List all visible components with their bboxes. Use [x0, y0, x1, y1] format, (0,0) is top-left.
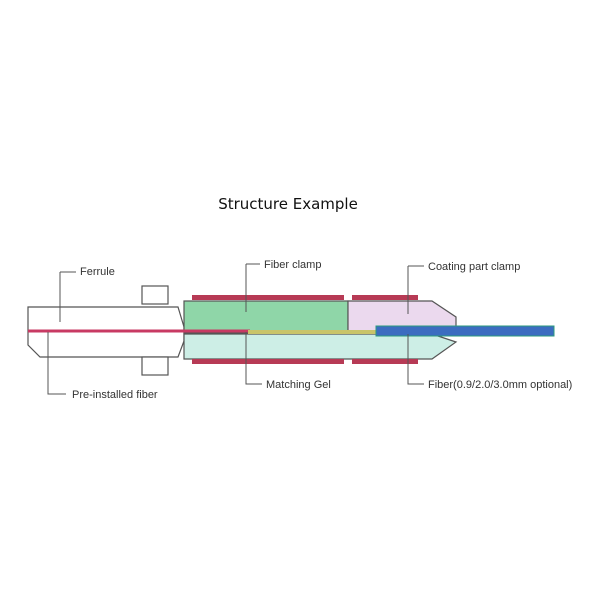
clamp-band-bottom-right — [352, 359, 418, 364]
coating-part-clamp — [347, 300, 457, 334]
ferrule-flange-top — [141, 285, 169, 305]
label-matching-gel: Matching Gel — [266, 379, 331, 391]
label-fiber-clamp: Fiber clamp — [264, 259, 321, 271]
leader-fiber — [407, 334, 424, 385]
clamp-band-bottom-left — [192, 359, 344, 364]
leader-ferrule — [59, 271, 76, 322]
label-pre-installed-fiber: Pre-installed fiber — [72, 389, 158, 401]
leader-fiber-clamp — [245, 263, 260, 312]
clamp-band-top-right — [352, 295, 418, 300]
fiber-clamp — [183, 300, 349, 334]
fiber-jacket — [375, 325, 555, 337]
label-ferrule: Ferrule — [80, 266, 115, 278]
label-coating-part-clamp: Coating part clamp — [428, 261, 520, 273]
leader-coating-part-clamp — [407, 265, 424, 314]
connector-lower-body — [183, 333, 458, 360]
leader-matching-gel — [245, 332, 262, 385]
leader-pre-installed-fiber — [47, 332, 66, 395]
diagram-title: Structure Example — [218, 195, 358, 213]
ferrule-flange-bottom — [141, 356, 169, 376]
clamp-band-top-left — [192, 295, 344, 300]
label-fiber: Fiber(0.9/2.0/3.0mm optional) — [428, 379, 572, 391]
